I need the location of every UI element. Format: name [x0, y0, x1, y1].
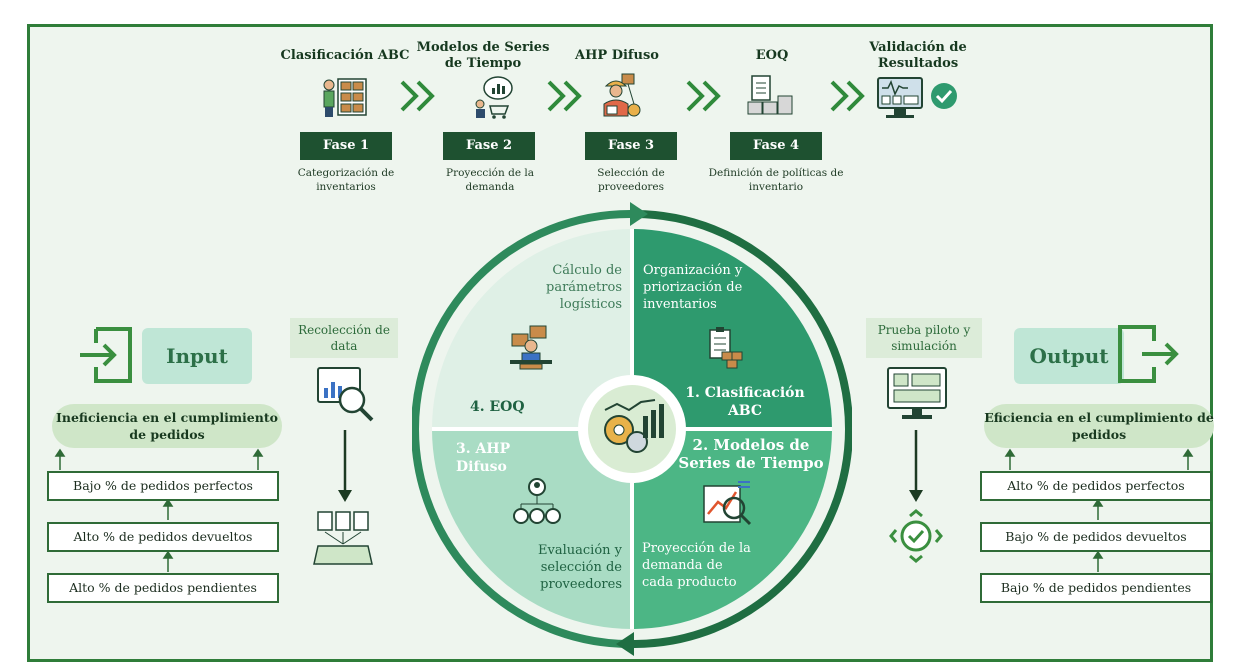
q1-title: 1. Clasificación ABC [685, 385, 805, 419]
documents-box-icon [313, 511, 373, 565]
input-row-1: Bajo % de pedidos perfectos [47, 471, 279, 501]
arrow-chevron-icon [547, 80, 582, 112]
q3-description: Evaluación y selección de proveedores [538, 543, 622, 592]
data-collection-label: Recolección de data [290, 318, 398, 358]
q3-title: 3. AHP Difuso [456, 441, 511, 475]
q4-title: 4. EOQ [470, 399, 525, 415]
input-row-2: Alto % de pedidos devueltos [47, 522, 279, 552]
output-connector-arrows [1004, 448, 1194, 572]
login-icon [80, 327, 132, 383]
arrow-chevron-icon [830, 80, 865, 112]
quadrant-2 [632, 429, 832, 629]
phase-3-description: Selección de proveedores [597, 167, 665, 193]
pilot-test-label: Prueba piloto y simulación [866, 318, 982, 358]
quadrant-3 [432, 429, 632, 629]
q4-description: Cálculo de parámetros logísticos [546, 263, 622, 312]
supplier-worker-icon [603, 73, 641, 117]
phase-3-badge: Fase 3 [585, 132, 677, 160]
q2-description: Proyección de la demanda de cada product… [642, 541, 751, 590]
down-arrow-icon [909, 430, 923, 502]
monitor-dashboard-icon [887, 367, 947, 419]
input-connector-arrows [54, 448, 264, 572]
forecast-shopper-icon [475, 76, 513, 119]
phase-1-badge: Fase 1 [300, 132, 392, 160]
phase-3-title: AHP Difuso [575, 48, 659, 63]
output-result-pill: Eficiencia en el cumplimiento de pedidos [984, 404, 1214, 448]
phase-4-title: EOQ [755, 48, 789, 63]
phase-2-badge: Fase 2 [443, 132, 535, 160]
input-row-3: Alto % de pedidos pendientes [47, 573, 279, 603]
supplier-network-icon [513, 478, 561, 524]
output-row-3: Bajo % de pedidos pendientes [980, 573, 1212, 603]
warehouse-worker-icon [323, 78, 367, 117]
phase-1-title: Clasificación ABC [280, 48, 410, 63]
q1-description: Organización y priorización de inventari… [643, 263, 743, 312]
phase-4-badge: Fase 4 [730, 132, 822, 160]
phase-1-description: Categorización de inventarios [297, 167, 395, 193]
phase-2-title: Modelos de Series de Tiempo [416, 40, 550, 71]
quadrant-1 [632, 229, 832, 429]
output-row-2: Bajo % de pedidos devueltos [980, 522, 1212, 552]
phase-2-description: Proyección de la demanda [446, 167, 534, 193]
output-label: Output [1014, 328, 1124, 384]
worker-desk-icon [510, 325, 552, 370]
phase-4-description: Definición de políticas de inventario [708, 167, 844, 193]
down-arrow-icon [338, 430, 352, 502]
monitor-check-icon [877, 77, 957, 118]
gear-check-icon [889, 509, 943, 563]
validation-title: Validación de Resultados [869, 40, 967, 71]
trend-magnifier-icon [703, 481, 752, 526]
q2-title: 2. Modelos de Series de Tiempo [678, 436, 824, 472]
logout-icon [1118, 325, 1179, 383]
inventory-policy-icon [747, 75, 793, 115]
input-label: Input [142, 328, 252, 384]
arrow-chevron-icon [400, 80, 435, 112]
arrow-chevron-icon [686, 80, 721, 112]
output-row-1: Alto % de pedidos perfectos [980, 471, 1212, 501]
gears-chart-icon [604, 399, 664, 453]
inventory-clipboard-icon [709, 327, 743, 369]
data-analysis-icon [317, 367, 374, 422]
input-problem-pill: Ineficiencia en el cumplimiento de pedid… [52, 404, 282, 448]
